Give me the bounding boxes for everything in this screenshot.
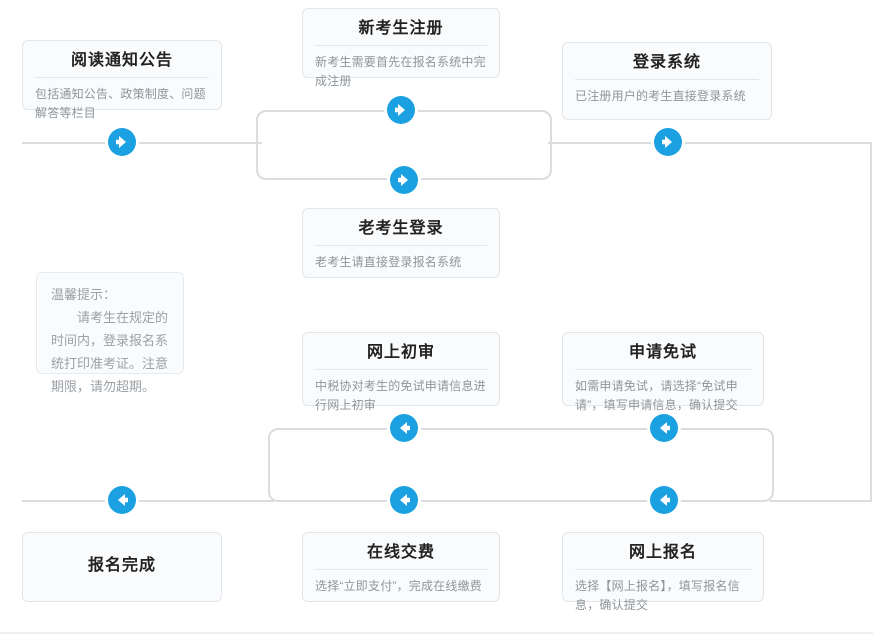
node-online-first-review-title: 网上初审: [315, 341, 487, 370]
connector-line-bottom-right: [770, 500, 872, 502]
connector-line-top-right: [548, 142, 872, 144]
node-registration-complete-title: 报名完成: [87, 557, 156, 574]
node-online-payment-title: 在线交费: [315, 541, 487, 570]
node-apply-exemption[interactable]: 申请免试 如需申请免试，请选择“免试申请”，填写申请信息，确认提交: [562, 332, 764, 412]
node-online-payment[interactable]: 在线交费 选择“立即支付”，完成在线缴费: [302, 532, 500, 602]
node-login-system-title: 登录系统: [575, 51, 759, 80]
arrow-right-icon-to-old-login: [390, 166, 418, 194]
node-online-payment-desc: 选择“立即支付”，完成在线缴费: [315, 579, 482, 593]
arrow-left-icon-from-exemption: [650, 414, 678, 442]
arrow-right-icon-read-to-branch: [108, 128, 136, 156]
connector-line-top-left: [22, 142, 262, 144]
connector-line-right-vertical: [870, 142, 872, 502]
arrow-left-icon-to-complete: [108, 486, 136, 514]
node-new-candidate-register-desc: 新考生需要首先在报名系统中完成注册: [315, 55, 486, 88]
tip-note-label: 温馨提示：: [51, 287, 117, 302]
node-online-first-review-desc: 中税协对考生的免试申请信息进行网上初审: [315, 379, 486, 412]
node-online-registration[interactable]: 网上报名 选择【网上报名】，填写报名信息，确认提交: [562, 532, 764, 612]
arrow-right-icon-branch-to-login: [654, 128, 682, 156]
node-online-registration-desc: 选择【网上报名】，填写报名信息，确认提交: [575, 579, 740, 612]
node-new-candidate-register[interactable]: 新考生注册 新考生需要首先在报名系统中完成注册: [302, 8, 500, 88]
arrow-left-icon-to-registration: [650, 486, 678, 514]
node-login-system-desc: 已注册用户的考生直接登录系统: [575, 89, 746, 103]
node-old-candidate-login[interactable]: 老考生登录 老考生请直接登录报名系统: [302, 208, 500, 278]
node-read-notice-desc: 包括通知公告、政策制度、问题解答等栏目: [35, 87, 206, 120]
arrow-left-icon-from-first-review: [390, 414, 418, 442]
node-apply-exemption-title: 申请免试: [575, 341, 751, 370]
page-bottom-divider: [0, 632, 873, 634]
tip-note-body: 请考生在规定的时间内，登录报名系统打印准考证。注意期限，请勿超期。: [51, 310, 169, 394]
node-old-candidate-login-title: 老考生登录: [315, 217, 487, 246]
connector-branch-box-bottom: [268, 428, 774, 502]
node-new-candidate-register-title: 新考生注册: [315, 17, 487, 46]
node-registration-complete[interactable]: 报名完成: [22, 532, 222, 602]
connector-line-bottom-left: [22, 500, 274, 502]
node-apply-exemption-desc: 如需申请免试，请选择“免试申请”，填写申请信息，确认提交: [575, 379, 738, 412]
tip-note: 温馨提示： 请考生在规定的时间内，登录报名系统打印准考证。注意期限，请勿超期。: [36, 272, 184, 394]
node-read-notice-title: 阅读通知公告: [35, 49, 209, 78]
arrow-left-icon-to-payment: [390, 486, 418, 514]
node-read-notice[interactable]: 阅读通知公告 包括通知公告、政策制度、问题解答等栏目: [22, 40, 222, 120]
arrow-right-icon-to-new-register: [387, 96, 415, 124]
node-old-candidate-login-desc: 老考生请直接登录报名系统: [315, 255, 462, 269]
node-online-registration-title: 网上报名: [575, 541, 751, 570]
node-online-first-review[interactable]: 网上初审 中税协对考生的免试申请信息进行网上初审: [302, 332, 500, 412]
node-login-system[interactable]: 登录系统 已注册用户的考生直接登录系统: [562, 42, 772, 120]
